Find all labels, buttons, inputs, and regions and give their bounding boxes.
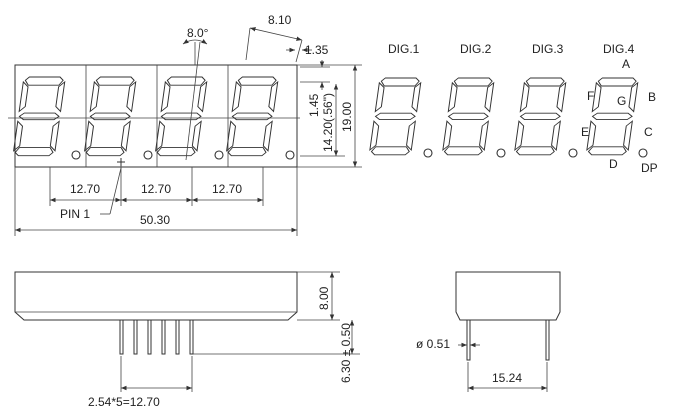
display-body-outline xyxy=(14,64,298,168)
side-body-outline xyxy=(14,271,298,321)
seg-b-label: B xyxy=(648,90,656,104)
dig2-label: DIG.2 xyxy=(460,42,492,56)
side-view: 8.00 6.30 ± 0.50 2.54*5=12.70 xyxy=(14,271,360,409)
dim-1-45-label: 1.45 xyxy=(307,93,321,117)
seg-dp-label: DP xyxy=(641,161,658,175)
pin-pitch-label: 2.54*5=12.70 xyxy=(88,395,160,409)
diagram-dp-1 xyxy=(423,148,433,158)
seg-d-label: D xyxy=(609,157,618,171)
pitch-2-label: 12.70 xyxy=(141,182,171,196)
diagram-digit-3 xyxy=(513,77,567,156)
pin1-label: PIN 1 xyxy=(60,207,90,221)
front-view: 8.0° 8.10 1.35 1.45 14.20(.56") 19.00 xyxy=(8,13,362,236)
segment-diagram: DIG.1 DIG.2 DIG.3 DIG.4 A B C D E F G DP xyxy=(368,42,658,175)
side-height-label: 8.00 xyxy=(317,286,331,310)
seg-a-label: A xyxy=(622,57,630,71)
diagram-digit-1 xyxy=(368,77,422,156)
overall-width-label: 50.30 xyxy=(140,213,170,227)
front-digit-3 xyxy=(154,76,208,157)
dim-19-00-label: 19.00 xyxy=(340,102,354,132)
pin-diameter-label: ø 0.51 xyxy=(416,337,450,351)
front-dp-3 xyxy=(214,150,224,160)
seg-c-label: C xyxy=(644,125,653,139)
front-digit-2 xyxy=(83,76,137,157)
dig1-label: DIG.1 xyxy=(388,42,420,56)
dim-8-10-label: 8.10 xyxy=(268,13,292,27)
diagram-dp-3 xyxy=(568,148,578,158)
seg-g-label: G xyxy=(617,94,626,108)
slant-angle-label: 8.0° xyxy=(187,26,209,40)
dim-1-35-label: 1.35 xyxy=(305,43,329,57)
front-digit-4 xyxy=(225,76,279,157)
front-dp-1 xyxy=(71,150,81,160)
front-dp-4 xyxy=(285,150,295,160)
end-body-outline xyxy=(455,271,561,321)
dig4-label: DIG.4 xyxy=(603,42,635,56)
row-spacing-label: 15.24 xyxy=(492,371,522,385)
pin-length-label: 6.30 ± 0.50 xyxy=(339,323,353,383)
diagram-dp-4 xyxy=(638,148,648,158)
pitch-3-label: 12.70 xyxy=(212,182,242,196)
seg-e-label: E xyxy=(581,125,589,139)
pitch-1-label: 12.70 xyxy=(70,182,100,196)
front-dp-2 xyxy=(143,150,153,160)
front-digit-1 xyxy=(12,76,66,157)
dig3-label: DIG.3 xyxy=(532,42,564,56)
seg-f-label: F xyxy=(587,89,594,103)
end-view: ø 0.51 15.24 xyxy=(416,271,561,392)
diagram-digit-2 xyxy=(441,77,495,156)
diagram-dp-2 xyxy=(496,148,506,158)
dim-14-20-label: 14.20(.56") xyxy=(321,93,335,152)
